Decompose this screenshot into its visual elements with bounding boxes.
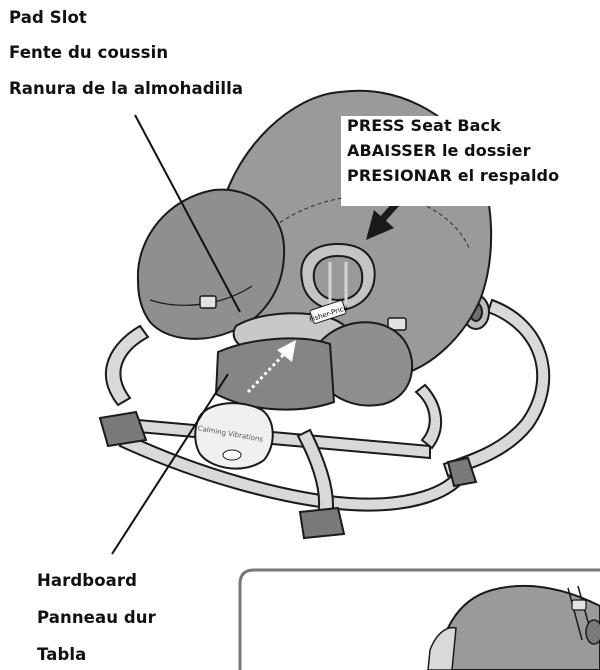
hardboard-label-fr: Panneau dur: [37, 610, 156, 627]
press-label-fr: ABAISSER le dossier: [347, 143, 599, 159]
hardboard-panel: [216, 338, 334, 409]
harness: [301, 244, 374, 310]
hardboard-label-en: Hardboard: [37, 573, 137, 590]
inset-panel: [240, 570, 600, 670]
press-seat-back-callout: PRESS Seat Back ABAISSER le dossier PRES…: [341, 116, 599, 206]
vibration-unit: Calming Vibrations: [195, 403, 273, 468]
pad-slot-label-es: Ranura de la almohadilla: [9, 81, 243, 98]
pad-slot-label-fr: Fente du coussin: [9, 45, 168, 62]
press-label-en: PRESS Seat Back: [347, 118, 599, 134]
hardboard-label-es: Tabla: [37, 647, 86, 664]
pad-slot-label-en: Pad Slot: [9, 10, 87, 27]
press-label-es: PRESIONAR el respaldo: [347, 168, 599, 184]
